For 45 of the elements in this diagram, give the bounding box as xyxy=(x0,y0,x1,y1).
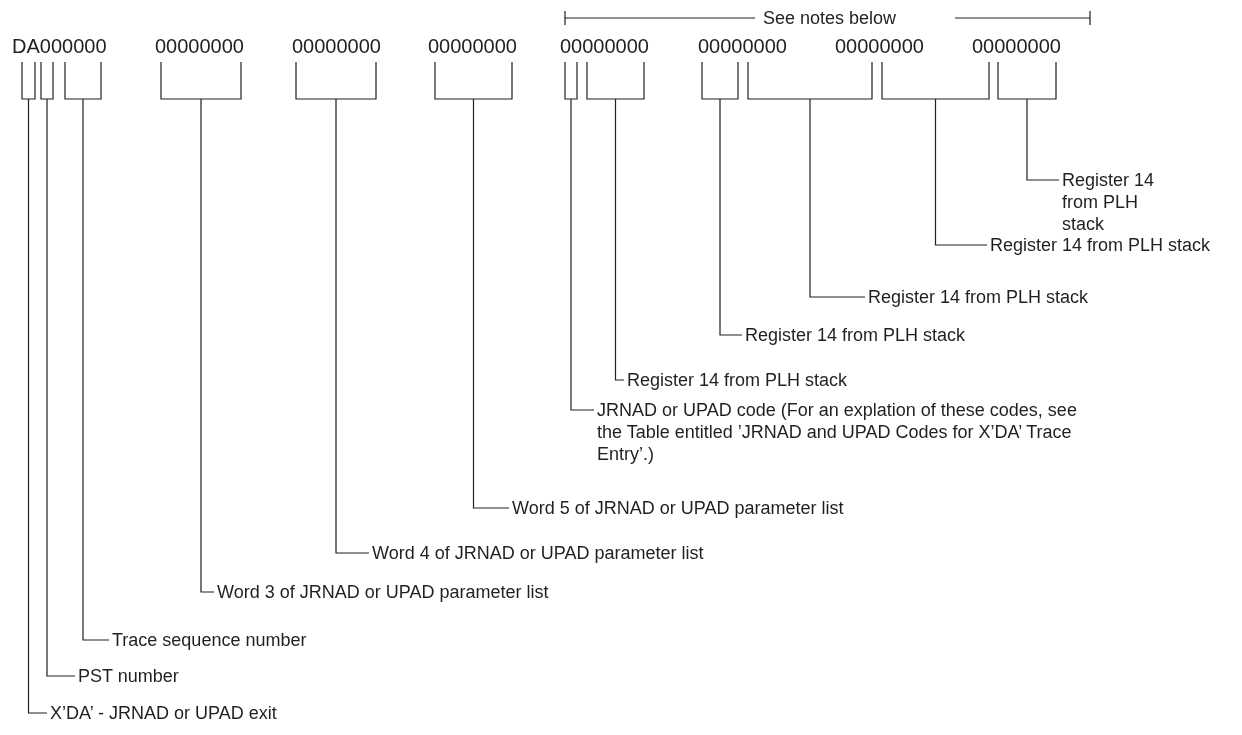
leader-line xyxy=(82,98,110,641)
hex-word: 00000000 xyxy=(292,35,381,57)
field-description: Register 14 from PLH stack xyxy=(990,234,1215,256)
bracket xyxy=(434,61,513,100)
hex-word: 00000000 xyxy=(698,35,787,57)
leader-line xyxy=(934,98,988,246)
bracket xyxy=(295,61,377,100)
leader-line xyxy=(27,98,48,714)
hex-word: 00000000 xyxy=(835,35,924,57)
bracket xyxy=(881,61,990,100)
field-description: JRNAD or UPAD code (For an explation of these codes, see the Table entitled ’JRNAD and UPAD Codes for X’DA’ Trace Entry’.) xyxy=(597,399,1077,465)
hex-word: 00000000 xyxy=(972,35,1061,57)
leader-line xyxy=(719,98,743,336)
leader-line xyxy=(1026,98,1060,181)
bracket xyxy=(64,61,102,100)
bracket xyxy=(40,61,54,100)
hex-word: 00000000 xyxy=(155,35,244,57)
field-description: Register 14 from PLH stack xyxy=(627,369,887,391)
leader-line xyxy=(200,98,215,593)
field-description: PST number xyxy=(78,665,278,687)
leader-line xyxy=(614,98,625,381)
leader-line xyxy=(570,98,595,411)
field-description: Register 14 from PLH stack xyxy=(1062,169,1157,235)
bracket xyxy=(160,61,242,100)
field-description: X’DA’ - JRNAD or UPAD exit xyxy=(50,702,450,724)
leader-line xyxy=(46,98,76,677)
field-description: Register 14 from PLH stack xyxy=(745,324,1005,346)
bracket xyxy=(701,61,739,100)
field-description: Word 5 of JRNAD or UPAD parameter list xyxy=(512,497,912,519)
bracket xyxy=(586,61,645,100)
leader-line xyxy=(335,98,370,554)
hex-word: 00000000 xyxy=(560,35,649,57)
field-description: Word 3 of JRNAD or UPAD parameter list xyxy=(217,581,617,603)
hex-word: DA000000 xyxy=(12,35,107,57)
bracket xyxy=(564,61,578,100)
field-description: Trace sequence number xyxy=(112,629,412,651)
leader-line xyxy=(809,98,866,298)
bracket xyxy=(21,61,36,100)
field-description: Word 4 of JRNAD or UPAD parameter list xyxy=(372,542,772,564)
leader-line xyxy=(472,98,510,509)
bracket xyxy=(997,61,1057,100)
field-description: Register 14 from PLH stack xyxy=(868,286,1128,308)
bracket xyxy=(747,61,873,100)
hex-word: 00000000 xyxy=(428,35,517,57)
note-label: See notes below xyxy=(763,7,897,29)
